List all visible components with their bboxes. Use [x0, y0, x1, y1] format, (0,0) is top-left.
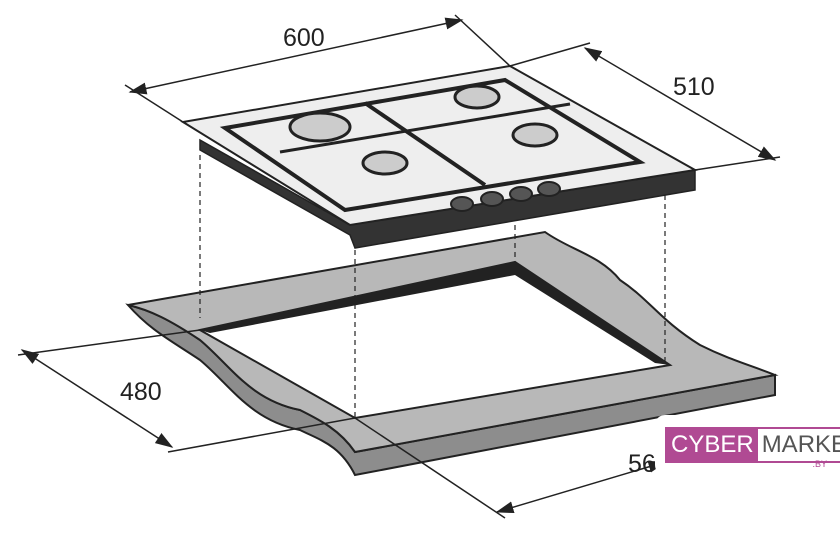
logo-part2: MARKET [757, 429, 840, 461]
dim-510-line [583, 47, 777, 161]
gas-hob [180, 64, 698, 249]
countertop [125, 230, 779, 477]
dim-600-label: 600 [283, 24, 325, 52]
dim-480-label: 480 [120, 378, 162, 406]
dim-56-label: 56 [628, 450, 656, 478]
control-knob [450, 181, 561, 212]
dim-510-label: 510 [673, 73, 715, 101]
cybermarket-logo: CYBER MARKET .BY [655, 415, 840, 475]
dim-56-line [495, 460, 667, 514]
logo-suffix: .BY [812, 459, 827, 469]
burner [288, 84, 559, 176]
dim-600-line [128, 17, 464, 95]
projection-lines [199, 155, 666, 418]
dim-480-line [20, 349, 174, 448]
logo-part1: CYBER [667, 429, 758, 461]
